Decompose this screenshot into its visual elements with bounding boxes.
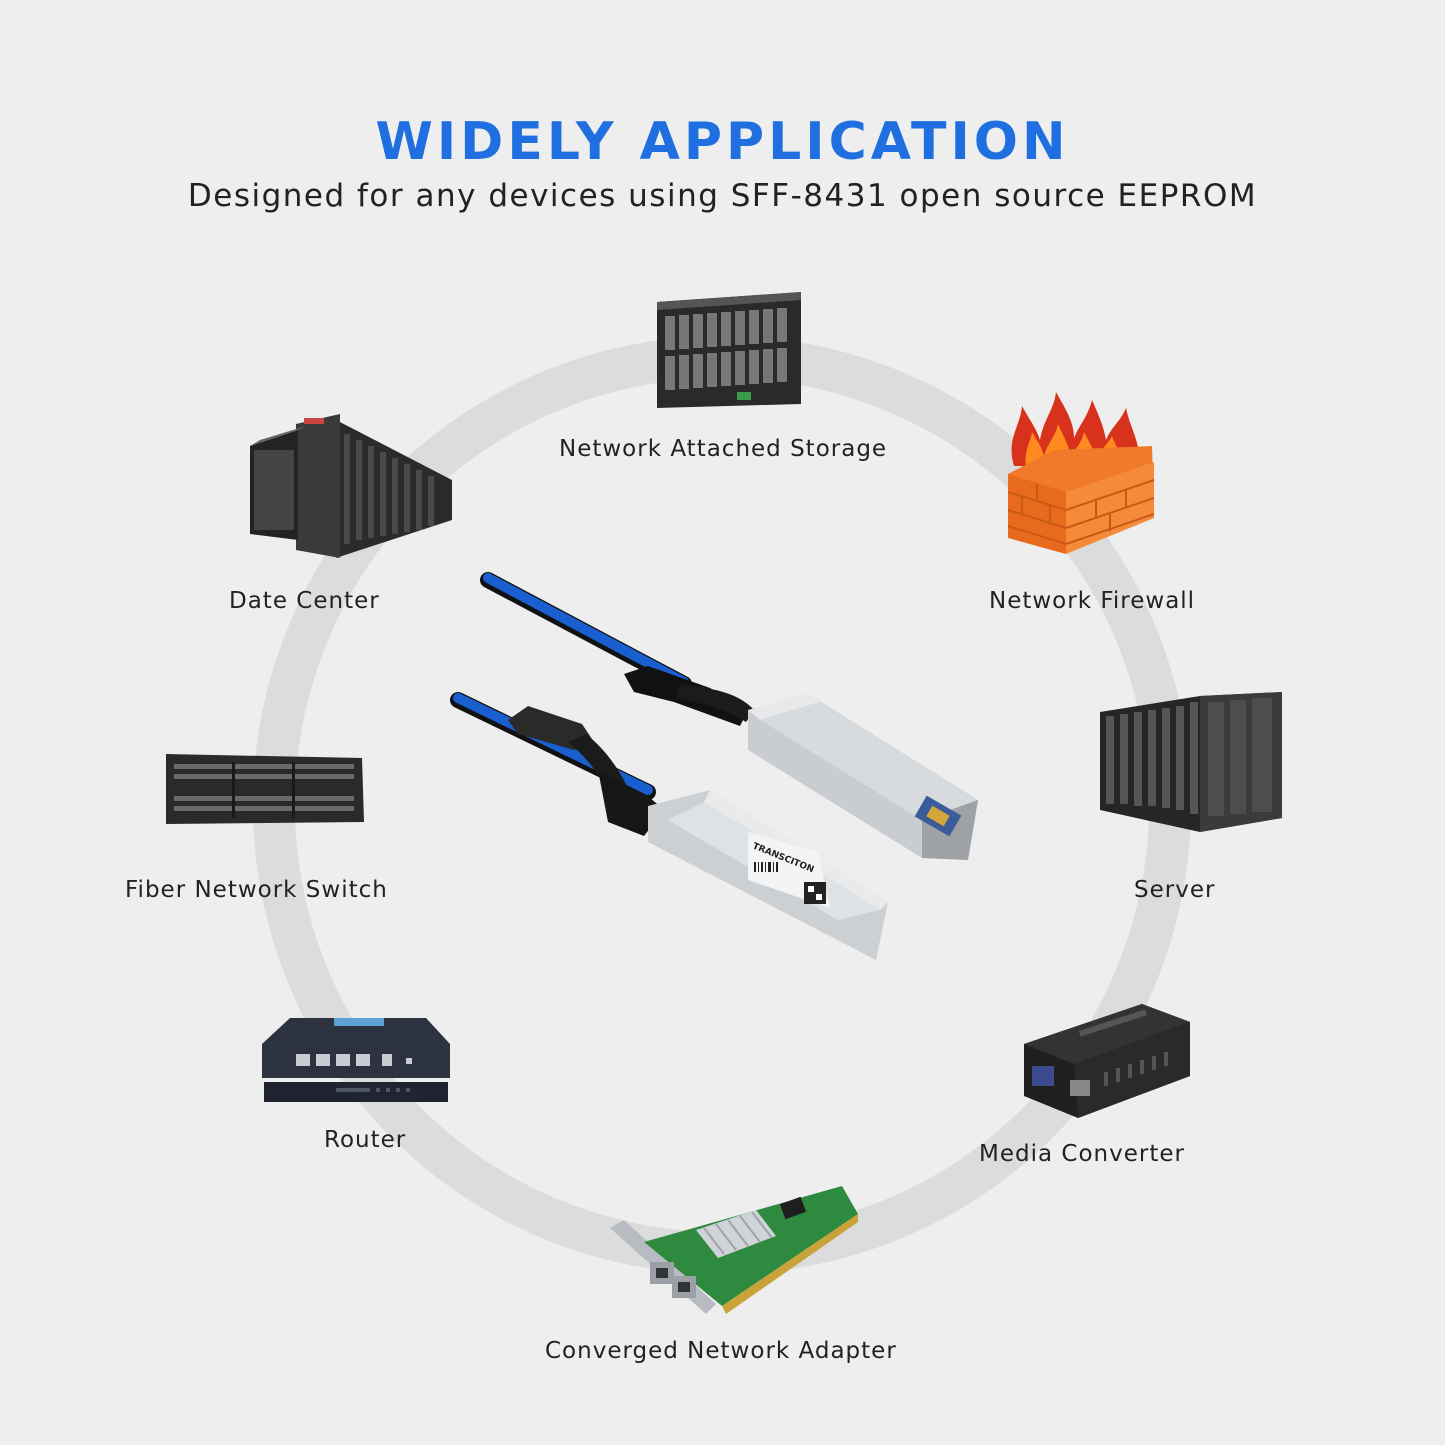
storage-rack-icon — [657, 292, 801, 408]
brick-wall-fire-icon — [1007, 392, 1155, 554]
label-router: Router — [324, 1127, 407, 1153]
label-converged-network-adapter: Converged Network Adapter — [545, 1338, 897, 1364]
router-icon — [262, 1018, 450, 1102]
media-converter-icon — [1024, 1004, 1190, 1118]
page-subtitle: Designed for any devices using SFF-8431 … — [187, 178, 1258, 214]
page-title: WIDELY APPLICATION — [375, 112, 1070, 172]
network-card-icon — [610, 1186, 858, 1314]
network-switch-icon — [166, 754, 364, 824]
label-network-attached-storage: Network Attached Storage — [559, 436, 888, 462]
label-server: Server — [1134, 877, 1216, 903]
sfp-dac-cable-icon: TRANSCITON — [450, 572, 978, 960]
label-fiber-network-switch: Fiber Network Switch — [125, 877, 388, 903]
label-media-converter: Media Converter — [979, 1141, 1185, 1167]
server-racks-icon — [250, 414, 452, 558]
label-network-firewall: Network Firewall — [989, 588, 1196, 614]
label-data-center: Date Center — [229, 588, 380, 614]
server-rack-icon — [1100, 692, 1282, 832]
